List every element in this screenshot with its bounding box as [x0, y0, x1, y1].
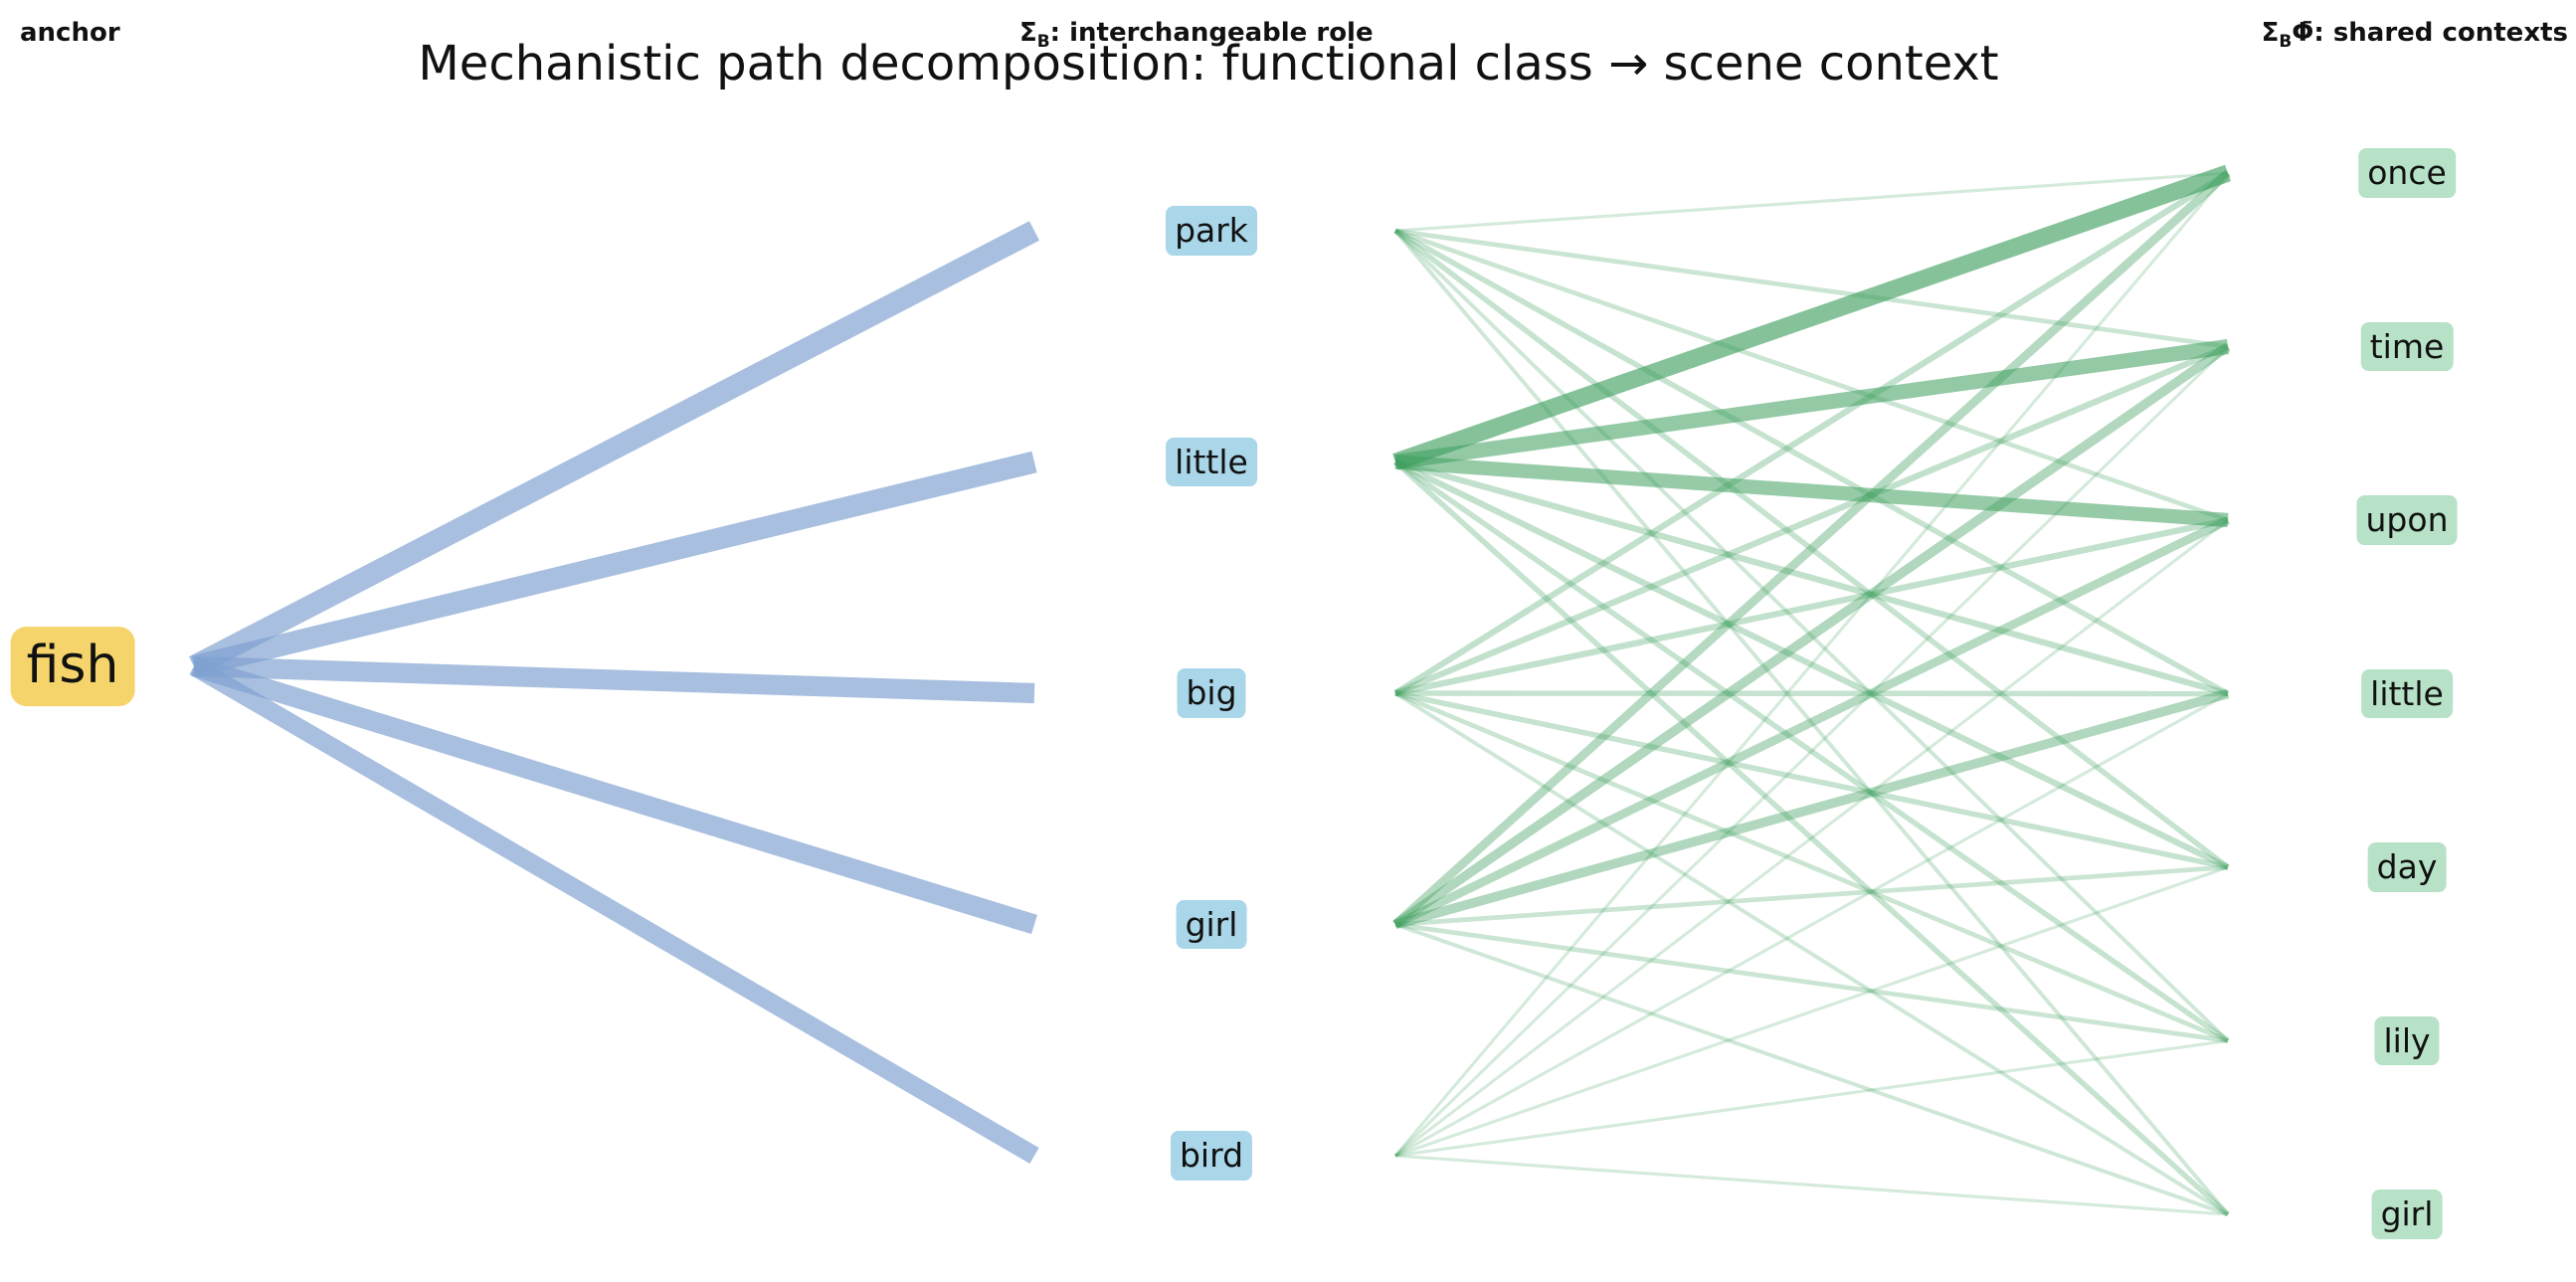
- context-edge: [1394, 690, 2229, 697]
- context-edge: [1393, 170, 2230, 696]
- anchor-column-header: anchor: [20, 18, 120, 48]
- role-node: big: [1177, 668, 1246, 718]
- context-edge: [1393, 345, 2230, 1158]
- context-node: day: [2367, 842, 2447, 892]
- context-edge: [1394, 516, 2229, 697]
- role-node: little: [1166, 437, 1257, 487]
- context-edge: [1394, 864, 2229, 927]
- diagram-title: Mechanistic path decomposition: function…: [418, 36, 1999, 92]
- context-edge: [1394, 692, 2229, 1158]
- context-edge: [1394, 458, 2229, 697]
- role-node: girl: [1176, 899, 1247, 950]
- context-edge: [1393, 459, 2230, 1043]
- context-edge: [1394, 518, 2229, 1158]
- context-edge: [1394, 455, 2229, 528]
- context-edge: [1393, 171, 2230, 1158]
- context-edge: [1394, 228, 2229, 349]
- context-edge: [1393, 228, 2230, 870]
- context-edge: [1393, 229, 2230, 1042]
- role-node: park: [1166, 206, 1257, 256]
- context-edge: [1392, 342, 2231, 929]
- anchor-edges: [188, 221, 1040, 1164]
- context-edge: [1393, 516, 2230, 929]
- context-edge: [1393, 691, 2230, 1216]
- context-node: upon: [2356, 495, 2458, 545]
- context-edge: [1393, 459, 2230, 1217]
- context-node: once: [2358, 148, 2456, 198]
- context-node: lily: [2374, 1015, 2440, 1066]
- context-edges: [1392, 164, 2231, 1217]
- context-edge: [1394, 922, 2229, 1043]
- context-edge: [1393, 458, 2230, 870]
- anchor-edge-girl: [191, 656, 1037, 935]
- role-node: bird: [1170, 1131, 1253, 1181]
- anchor-edge-bird: [189, 658, 1039, 1164]
- context-edge: [1392, 169, 2231, 928]
- context-edge: [1394, 922, 2229, 1216]
- context-node: little: [2361, 668, 2453, 719]
- context-edge: [1394, 1038, 2229, 1158]
- anchor-edge-little: [191, 451, 1037, 677]
- context-edge: [1393, 343, 2230, 696]
- context-node: time: [2360, 321, 2454, 372]
- context-edge: [1393, 228, 2230, 696]
- context-edge: [1394, 171, 2229, 233]
- shared-contexts-column-header: ΣBΦ̄: shared contexts: [2261, 18, 2568, 52]
- context-node: girl: [2371, 1190, 2443, 1239]
- anchor-edge-park: [188, 221, 1040, 676]
- context-edge: [1394, 865, 2229, 1158]
- context-edge: [1393, 688, 2230, 930]
- anchor-edge-big: [193, 655, 1035, 704]
- context-edge: [1393, 229, 2230, 1216]
- interchangeable-role-column-header: ΣB: interchangeable role: [1019, 18, 1374, 52]
- anchor-node: fish: [10, 627, 135, 706]
- context-edge: [1394, 690, 2229, 1043]
- context-edge: [1394, 228, 2229, 523]
- context-edge: [1393, 339, 2230, 469]
- context-edge: [1394, 1154, 2229, 1216]
- context-edge: [1394, 690, 2229, 870]
- context-edge: [1392, 164, 2231, 470]
